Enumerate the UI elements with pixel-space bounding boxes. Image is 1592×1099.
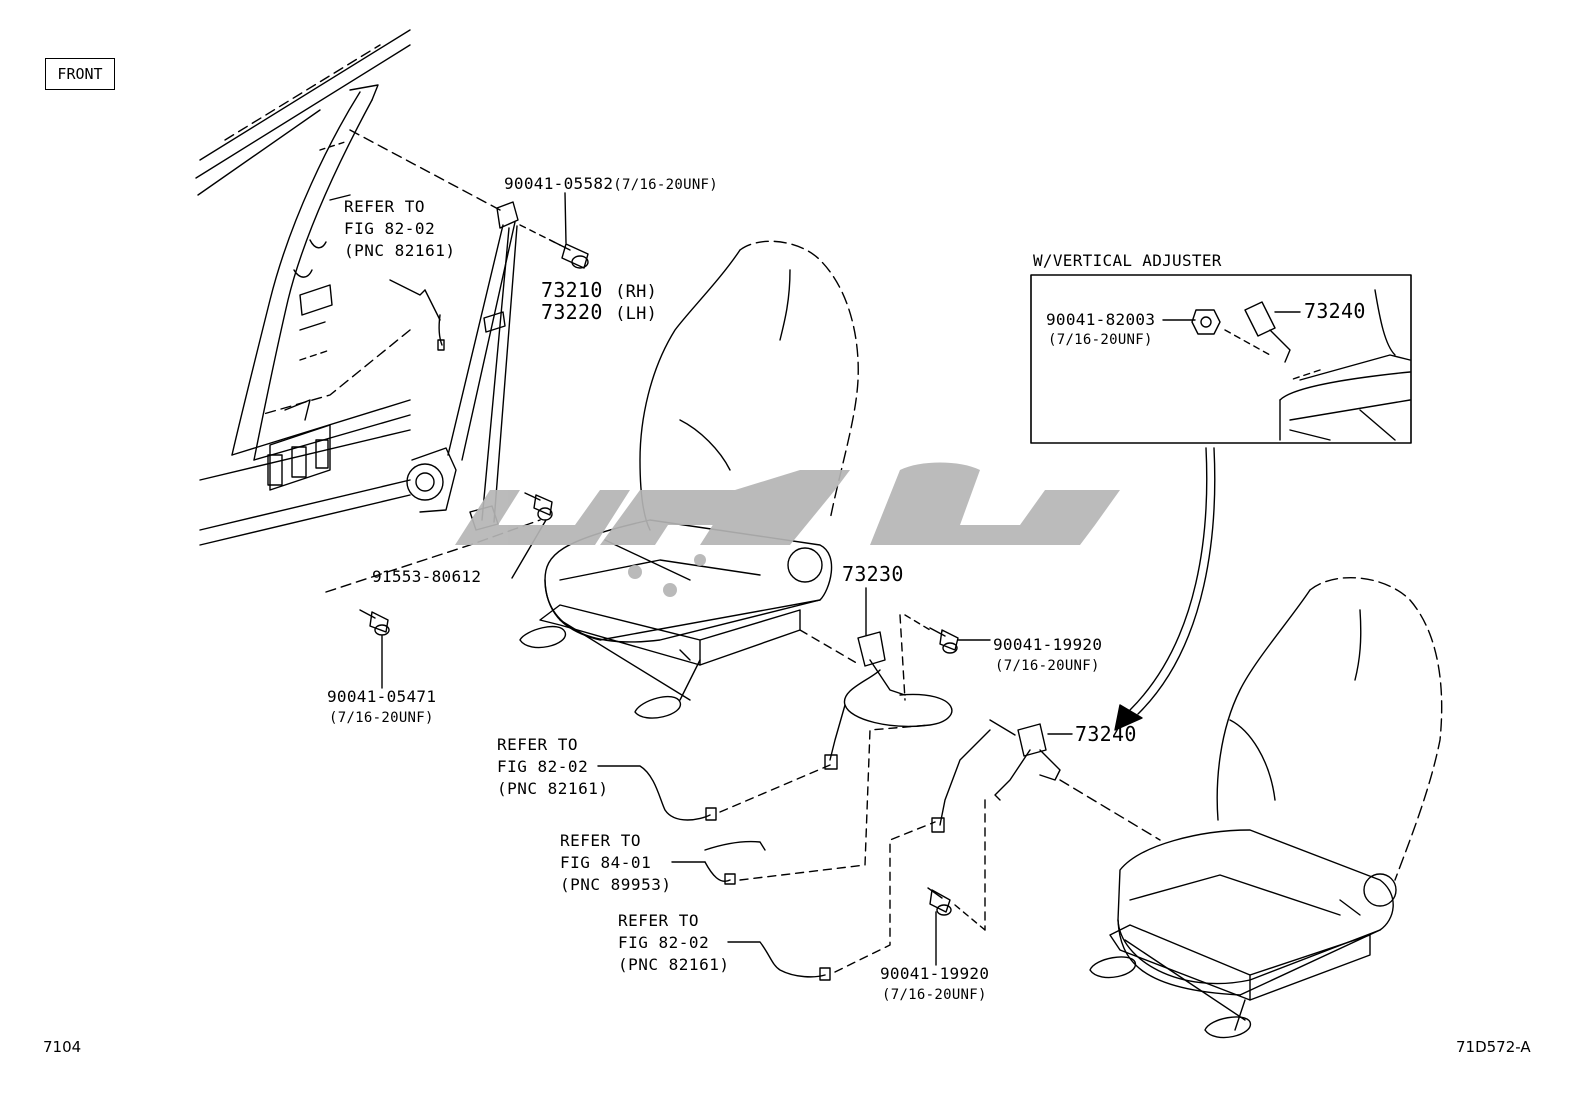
- ref-line: FIG 82-02: [618, 933, 710, 952]
- label-bolt-buckle-outer: 90041-19920: [993, 635, 1103, 654]
- label-belt-rh: 73210 (RH): [541, 278, 657, 304]
- bolt-buckle-inner: [927, 887, 986, 966]
- ref-line: FIG 82-02: [497, 757, 589, 776]
- ref-line: REFER TO: [497, 735, 579, 754]
- label-buckle-outer: 73230: [842, 562, 904, 586]
- front-indicator: FRONT: [45, 58, 115, 90]
- label-buckle-inner: 73240: [1075, 722, 1137, 746]
- ref-line: (PNC 82161): [618, 955, 730, 974]
- label-inset-buckle: 73240: [1304, 299, 1366, 323]
- part-number: 73210: [541, 278, 603, 302]
- ref-line: REFER TO: [560, 831, 642, 850]
- side-spec: (RH): [615, 282, 658, 302]
- inset-title: W/VERTICAL ADJUSTER: [1033, 251, 1222, 270]
- label-belt-lh: 73220 (LH): [541, 300, 657, 326]
- label-inset-nut-thread: (7/16-20UNF): [1048, 332, 1153, 348]
- ref-mid-1: REFER TO FIG 82-02 (PNC 82161): [497, 734, 608, 800]
- label-bolt-floor-thread: (7/16-20UNF): [329, 710, 434, 726]
- buckle-73230: [799, 587, 953, 770]
- wiring-leads: [597, 724, 936, 981]
- bolt-anchor-lower: [511, 492, 553, 579]
- part-number: 90041-05582: [504, 174, 614, 193]
- label-bolt-buckle-outer-thread: (7/16-20UNF): [995, 658, 1100, 674]
- front-seat-adjuster: [1089, 577, 1443, 1039]
- watermark-logo: [455, 462, 1120, 597]
- ref-line: (PNC 82161): [497, 779, 609, 798]
- ref-line: (PNC 89953): [560, 875, 672, 894]
- page-number: 7104: [43, 1038, 82, 1056]
- label-bolt-top: 90041-05582(7/16-20UNF): [504, 173, 718, 196]
- bolt-floor: [325, 519, 541, 689]
- bolt-top-shoulder: [549, 192, 589, 269]
- ref-line: FIG 82-02: [344, 219, 436, 238]
- ref-line: REFER TO: [344, 197, 426, 216]
- side-spec: (LH): [615, 304, 658, 324]
- inset-vertical-adjuster: [1030, 274, 1412, 444]
- ref-line: (PNC 82161): [344, 241, 456, 260]
- bolt-buckle-outer: [904, 614, 991, 654]
- front-seat-main: [519, 240, 859, 719]
- ref-line: REFER TO: [618, 911, 700, 930]
- inset-pointer-arrow: [1114, 447, 1216, 731]
- ref-top-left: REFER TO FIG 82-02 (PNC 82161): [344, 196, 455, 262]
- label-bolt-anchor: 91553-80612: [372, 567, 482, 586]
- label-bolt-floor: 90041-05471: [327, 687, 437, 706]
- thread-spec: (7/16-20UNF): [613, 177, 719, 193]
- ref-mid-3: REFER TO FIG 82-02 (PNC 82161): [618, 910, 729, 976]
- ref-line: FIG 84-01: [560, 853, 652, 872]
- figure-code: 71D572-A: [1456, 1038, 1531, 1056]
- buckle-73240: [931, 719, 1161, 931]
- label-bolt-buckle-inner: 90041-19920: [880, 964, 990, 983]
- b-pillar-body-panel: [195, 29, 411, 546]
- ref-mid-2: REFER TO FIG 84-01 (PNC 89953): [560, 830, 671, 896]
- label-inset-nut: 90041-82003: [1046, 310, 1156, 329]
- part-number: 73220: [541, 300, 603, 324]
- label-bolt-buckle-inner-thread: (7/16-20UNF): [882, 987, 987, 1003]
